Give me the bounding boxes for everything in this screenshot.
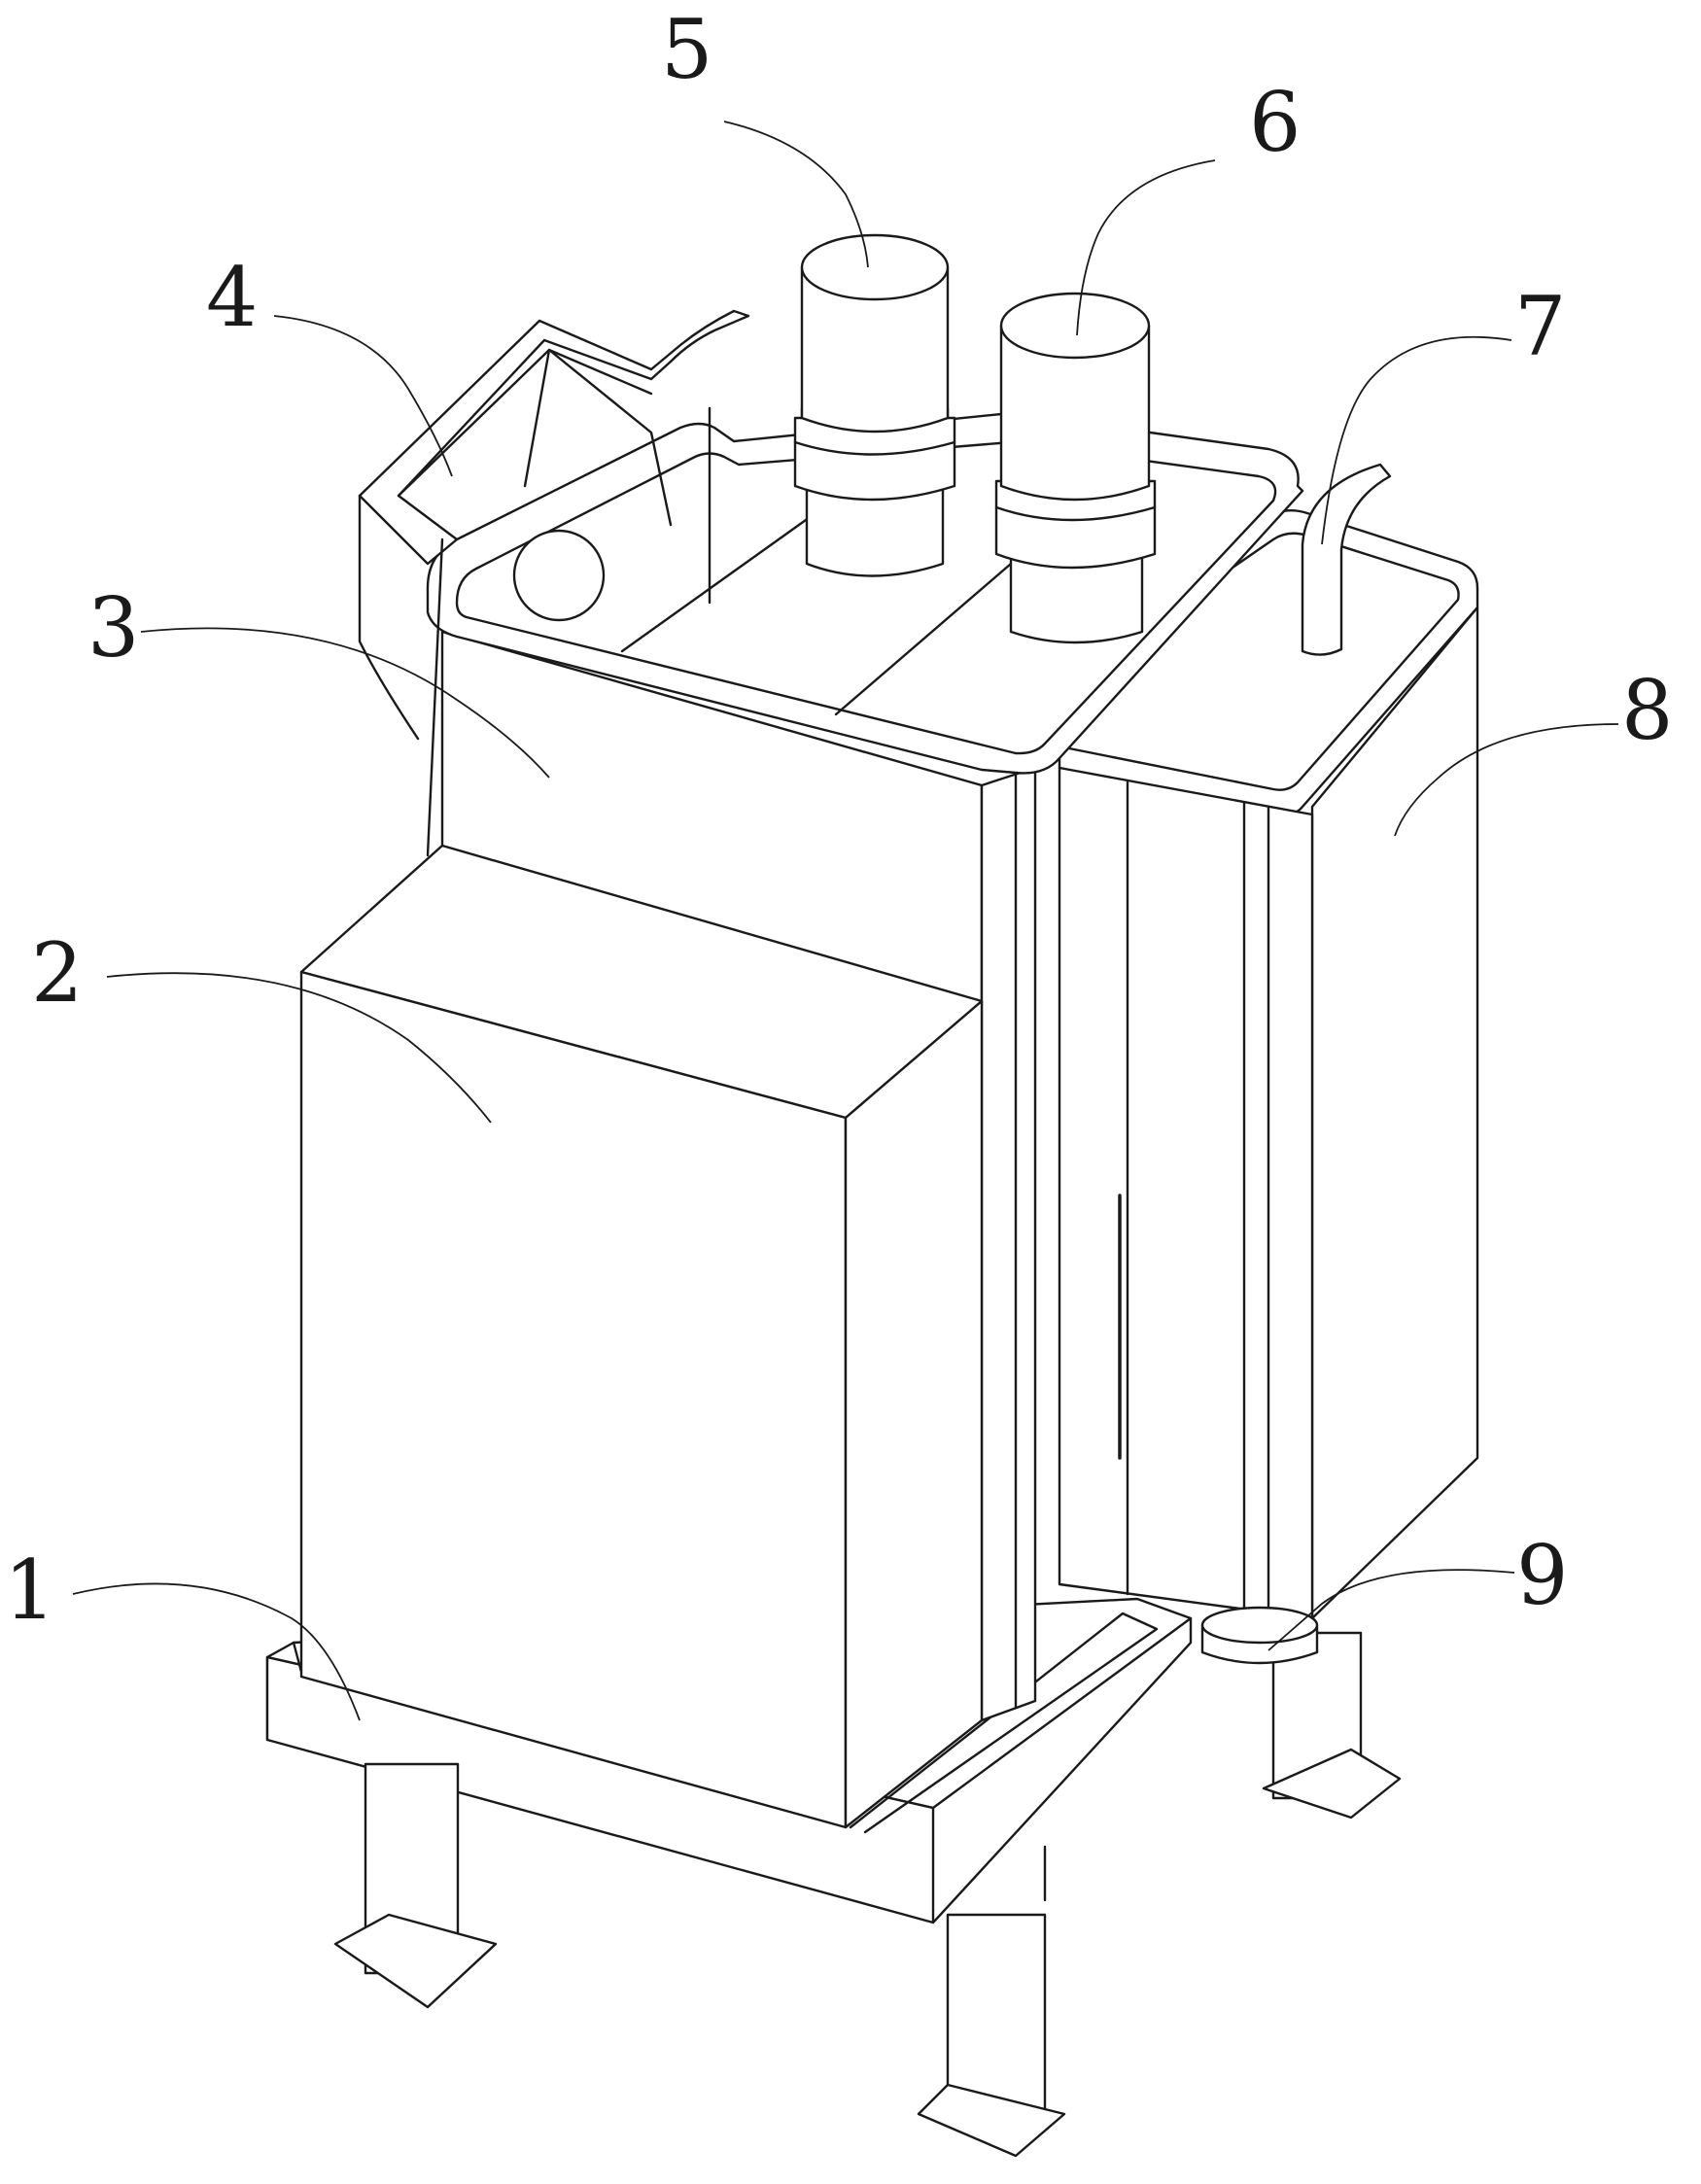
leader-7 <box>1321 335 1512 545</box>
support-leg-front-left <box>333 1762 498 2009</box>
callout-label-5: 5 <box>661 2 712 97</box>
callout-label-6: 6 <box>1249 75 1301 170</box>
callout-labels: 1 2 3 4 5 6 7 8 9 <box>4 2 1673 1638</box>
pipe-6 <box>994 292 1157 644</box>
leader-4 <box>273 315 453 477</box>
support-leg-middle <box>917 1913 1066 2158</box>
leader-9 <box>1267 1569 1515 1651</box>
leader-5 <box>723 121 869 268</box>
support-leg-back-right <box>1262 1631 1402 1820</box>
outlet-pipe-7 <box>1301 463 1392 656</box>
leader-2 <box>106 972 492 1124</box>
drain-valve-9 <box>1200 1606 1319 1665</box>
feed-chute-4 <box>358 309 750 857</box>
callout-label-8: 8 <box>1621 663 1673 758</box>
leader-8 <box>1394 723 1619 837</box>
pipe-5 <box>793 233 956 577</box>
callout-label-7: 7 <box>1514 279 1566 374</box>
callout-label-3: 3 <box>87 580 139 676</box>
leader-lines <box>72 121 1619 1721</box>
callout-label-2: 2 <box>31 925 83 1021</box>
tank-body-8 <box>1058 509 1479 1631</box>
leader-6 <box>1076 159 1216 336</box>
callout-label-4: 4 <box>206 250 258 345</box>
leader-1 <box>72 1582 361 1721</box>
callout-label-1: 1 <box>4 1543 55 1638</box>
callout-label-9: 9 <box>1516 1528 1568 1623</box>
leader-3 <box>140 627 550 779</box>
control-box-2 <box>299 844 984 1829</box>
